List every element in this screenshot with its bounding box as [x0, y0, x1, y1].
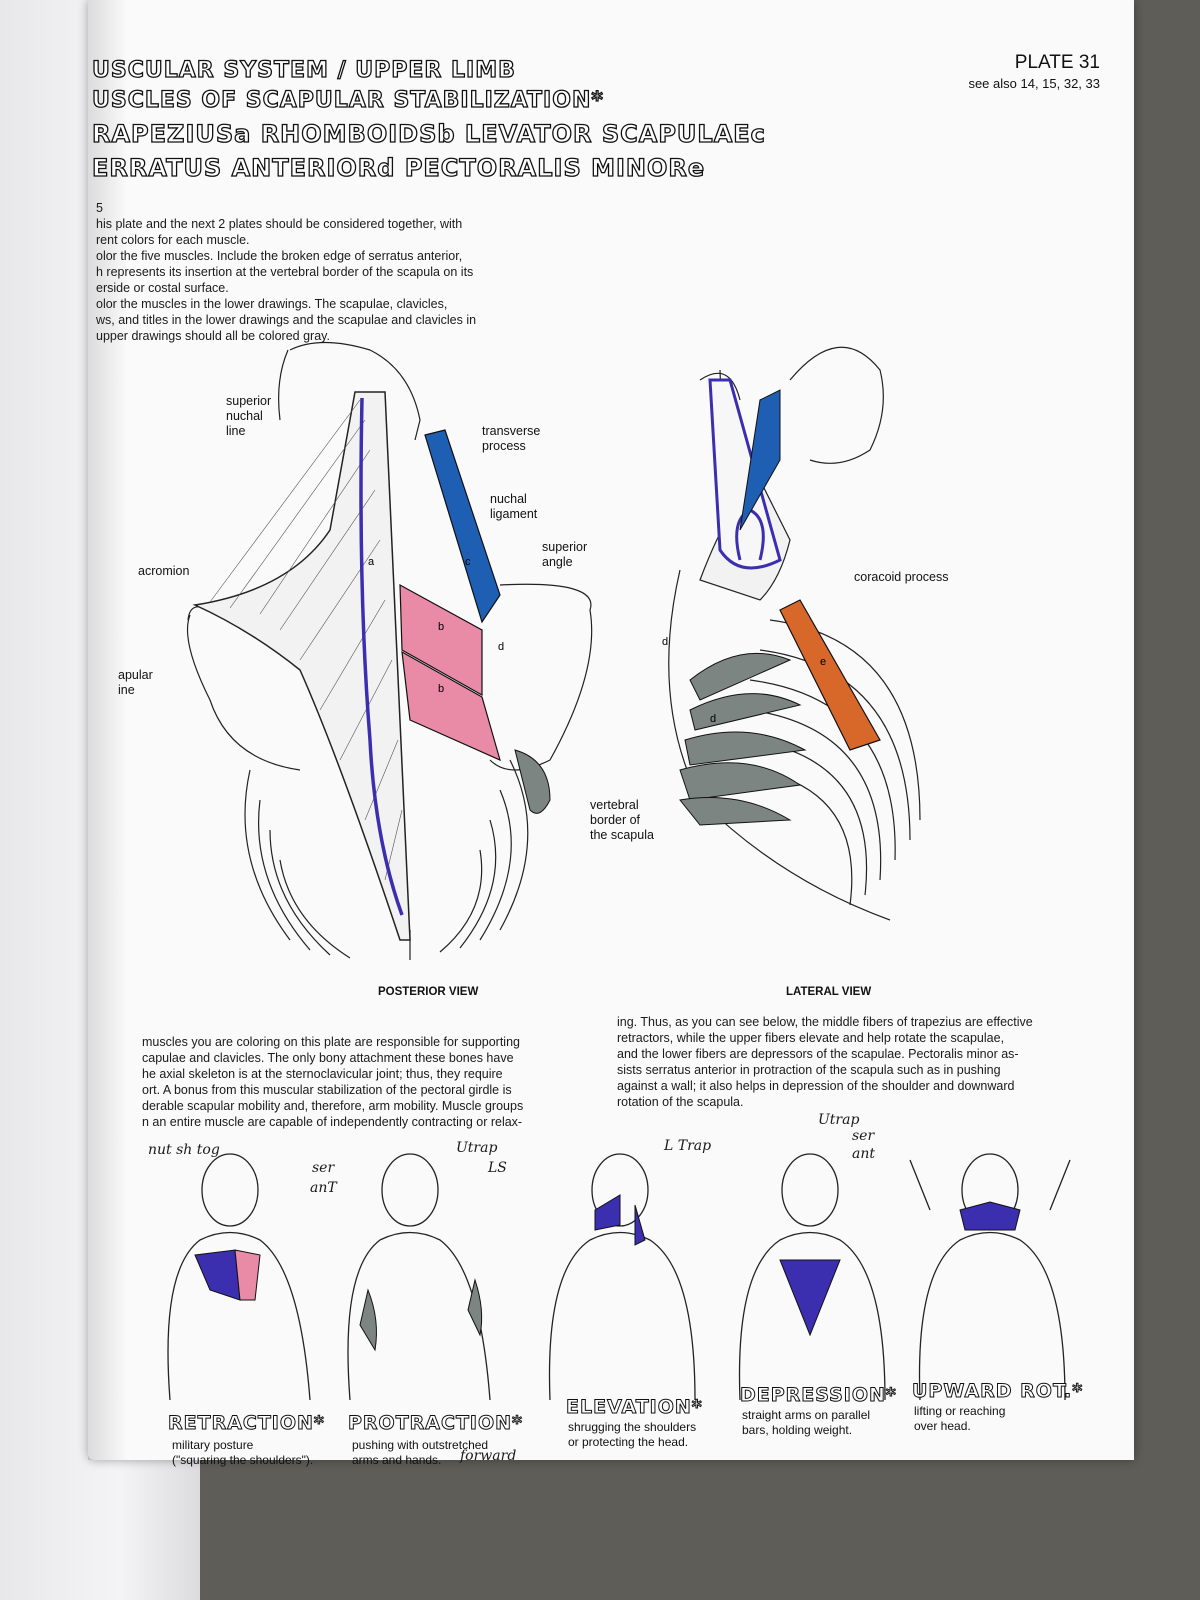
figure-title-protraction: PROTRACTION*: [348, 1412, 523, 1435]
title-muscles-2: ERRATUS ANTERIORd PECTORALIS MINORe: [91, 153, 706, 182]
muscle-letter-b: b: [438, 621, 444, 633]
handwriting-protraction-1: ser: [312, 1160, 335, 1176]
figure-title-retraction: RETRACTION*: [168, 1412, 325, 1435]
intro-line: erside or costal surface.: [96, 281, 229, 295]
posterior-view-illustration: a b b c d: [187, 341, 593, 960]
figure-caption-retraction: military posture ("squaring the shoulder…: [172, 1438, 314, 1467]
title-system: USCULAR SYSTEM / UPPER LIMB: [91, 57, 516, 83]
body-text-left: muscles you are coloring on this plate a…: [142, 1035, 524, 1129]
lower-figures-illustration: [167, 1153, 1071, 1400]
handwriting-elevation-2: LS: [488, 1160, 507, 1176]
plate-number: PLATE 31: [1014, 52, 1100, 73]
muscle-letter-c: c: [465, 556, 471, 568]
handwriting-elevation-right: L Trap: [664, 1138, 712, 1154]
handwriting-forward: forward: [460, 1448, 517, 1464]
intro-line: his plate and the next 2 plates should b…: [96, 217, 463, 231]
figure-caption-depression: straight arms on parallel bars, holding …: [742, 1408, 871, 1437]
lateral-view-label: LATERAL VIEW: [786, 986, 872, 998]
label-coracoid-process: coracoid process: [854, 570, 949, 584]
body-text-right: ing. Thus, as you can see below, the mid…: [617, 1015, 1033, 1109]
handwriting-depression-1: Utrap: [818, 1112, 860, 1128]
muscle-letter-e: e: [820, 656, 826, 668]
figure-title-elevation: ELEVATION*: [566, 1396, 703, 1419]
muscle-letter-b2: b: [438, 683, 444, 695]
muscle-letter-a: a: [368, 556, 375, 568]
handwriting-depression-2: ser: [852, 1128, 875, 1144]
muscle-letter-d2: d: [662, 636, 668, 648]
intro-line: olor the muscles in the lower drawings. …: [96, 297, 448, 311]
muscle-letter-d: d: [498, 641, 504, 653]
muscle-letter-d3: d: [710, 713, 716, 725]
figure-title-depression: DEPRESSION*: [740, 1384, 897, 1407]
label-acromion: acromion: [138, 564, 190, 578]
figure-caption-protraction: pushing with outstretched arms and hands…: [352, 1438, 489, 1467]
handwriting-protraction-2: anT: [310, 1180, 337, 1196]
figure-caption-upward-rotation: lifting or reaching over head.: [914, 1404, 1006, 1433]
handwriting-depression-3: ant: [852, 1146, 875, 1162]
intro-text: 5 his plate and the next 2 plates should…: [96, 200, 556, 344]
plate-info: PLATE 31 see also 14, 15, 32, 33: [968, 52, 1100, 91]
title-scapular: USCLES OF SCAPULAR STABILIZATION*: [91, 87, 604, 113]
label-vertebral-border: vertebral border of the scapula: [590, 798, 654, 842]
intro-line: upper drawings should all be colored gra…: [96, 329, 330, 343]
lateral-view-illustration: d d e: [662, 346, 921, 921]
figure-caption-elevation: shrugging the shoulders or protecting th…: [568, 1420, 697, 1449]
posterior-view-label: POSTERIOR VIEW: [378, 986, 479, 998]
label-superior-nuchal-line: superior nuchal line: [226, 394, 272, 438]
intro-line: 5: [96, 201, 103, 215]
handwriting-elevation-1: Utrap: [456, 1140, 498, 1156]
intro-line: olor the five muscles. Include the broke…: [96, 249, 463, 263]
intro-line: h represents its insertion at the verteb…: [96, 265, 474, 279]
label-transverse-process: transverse process: [482, 424, 541, 453]
label-scapular-spine: apular ine: [118, 668, 153, 697]
page-gutter-shadow: [88, 0, 128, 1460]
handwriting-retraction: nut sh tog: [148, 1142, 220, 1158]
intro-line: ws, and titles in the lower drawings and…: [96, 313, 477, 327]
label-nuchal-ligament: nuchal ligament: [490, 492, 538, 521]
intro-line: rent colors for each muscle.: [96, 233, 250, 247]
figure-title-upward-rotation: UPWARD ROT.*: [911, 1380, 1084, 1403]
title-muscles-1: RAPEZIUSa RHOMBOIDSb LEVATOR SCAPULAEc: [91, 119, 766, 148]
label-superior-angle: superior angle: [542, 540, 588, 569]
see-also: see also 14, 15, 32, 33: [968, 76, 1100, 91]
